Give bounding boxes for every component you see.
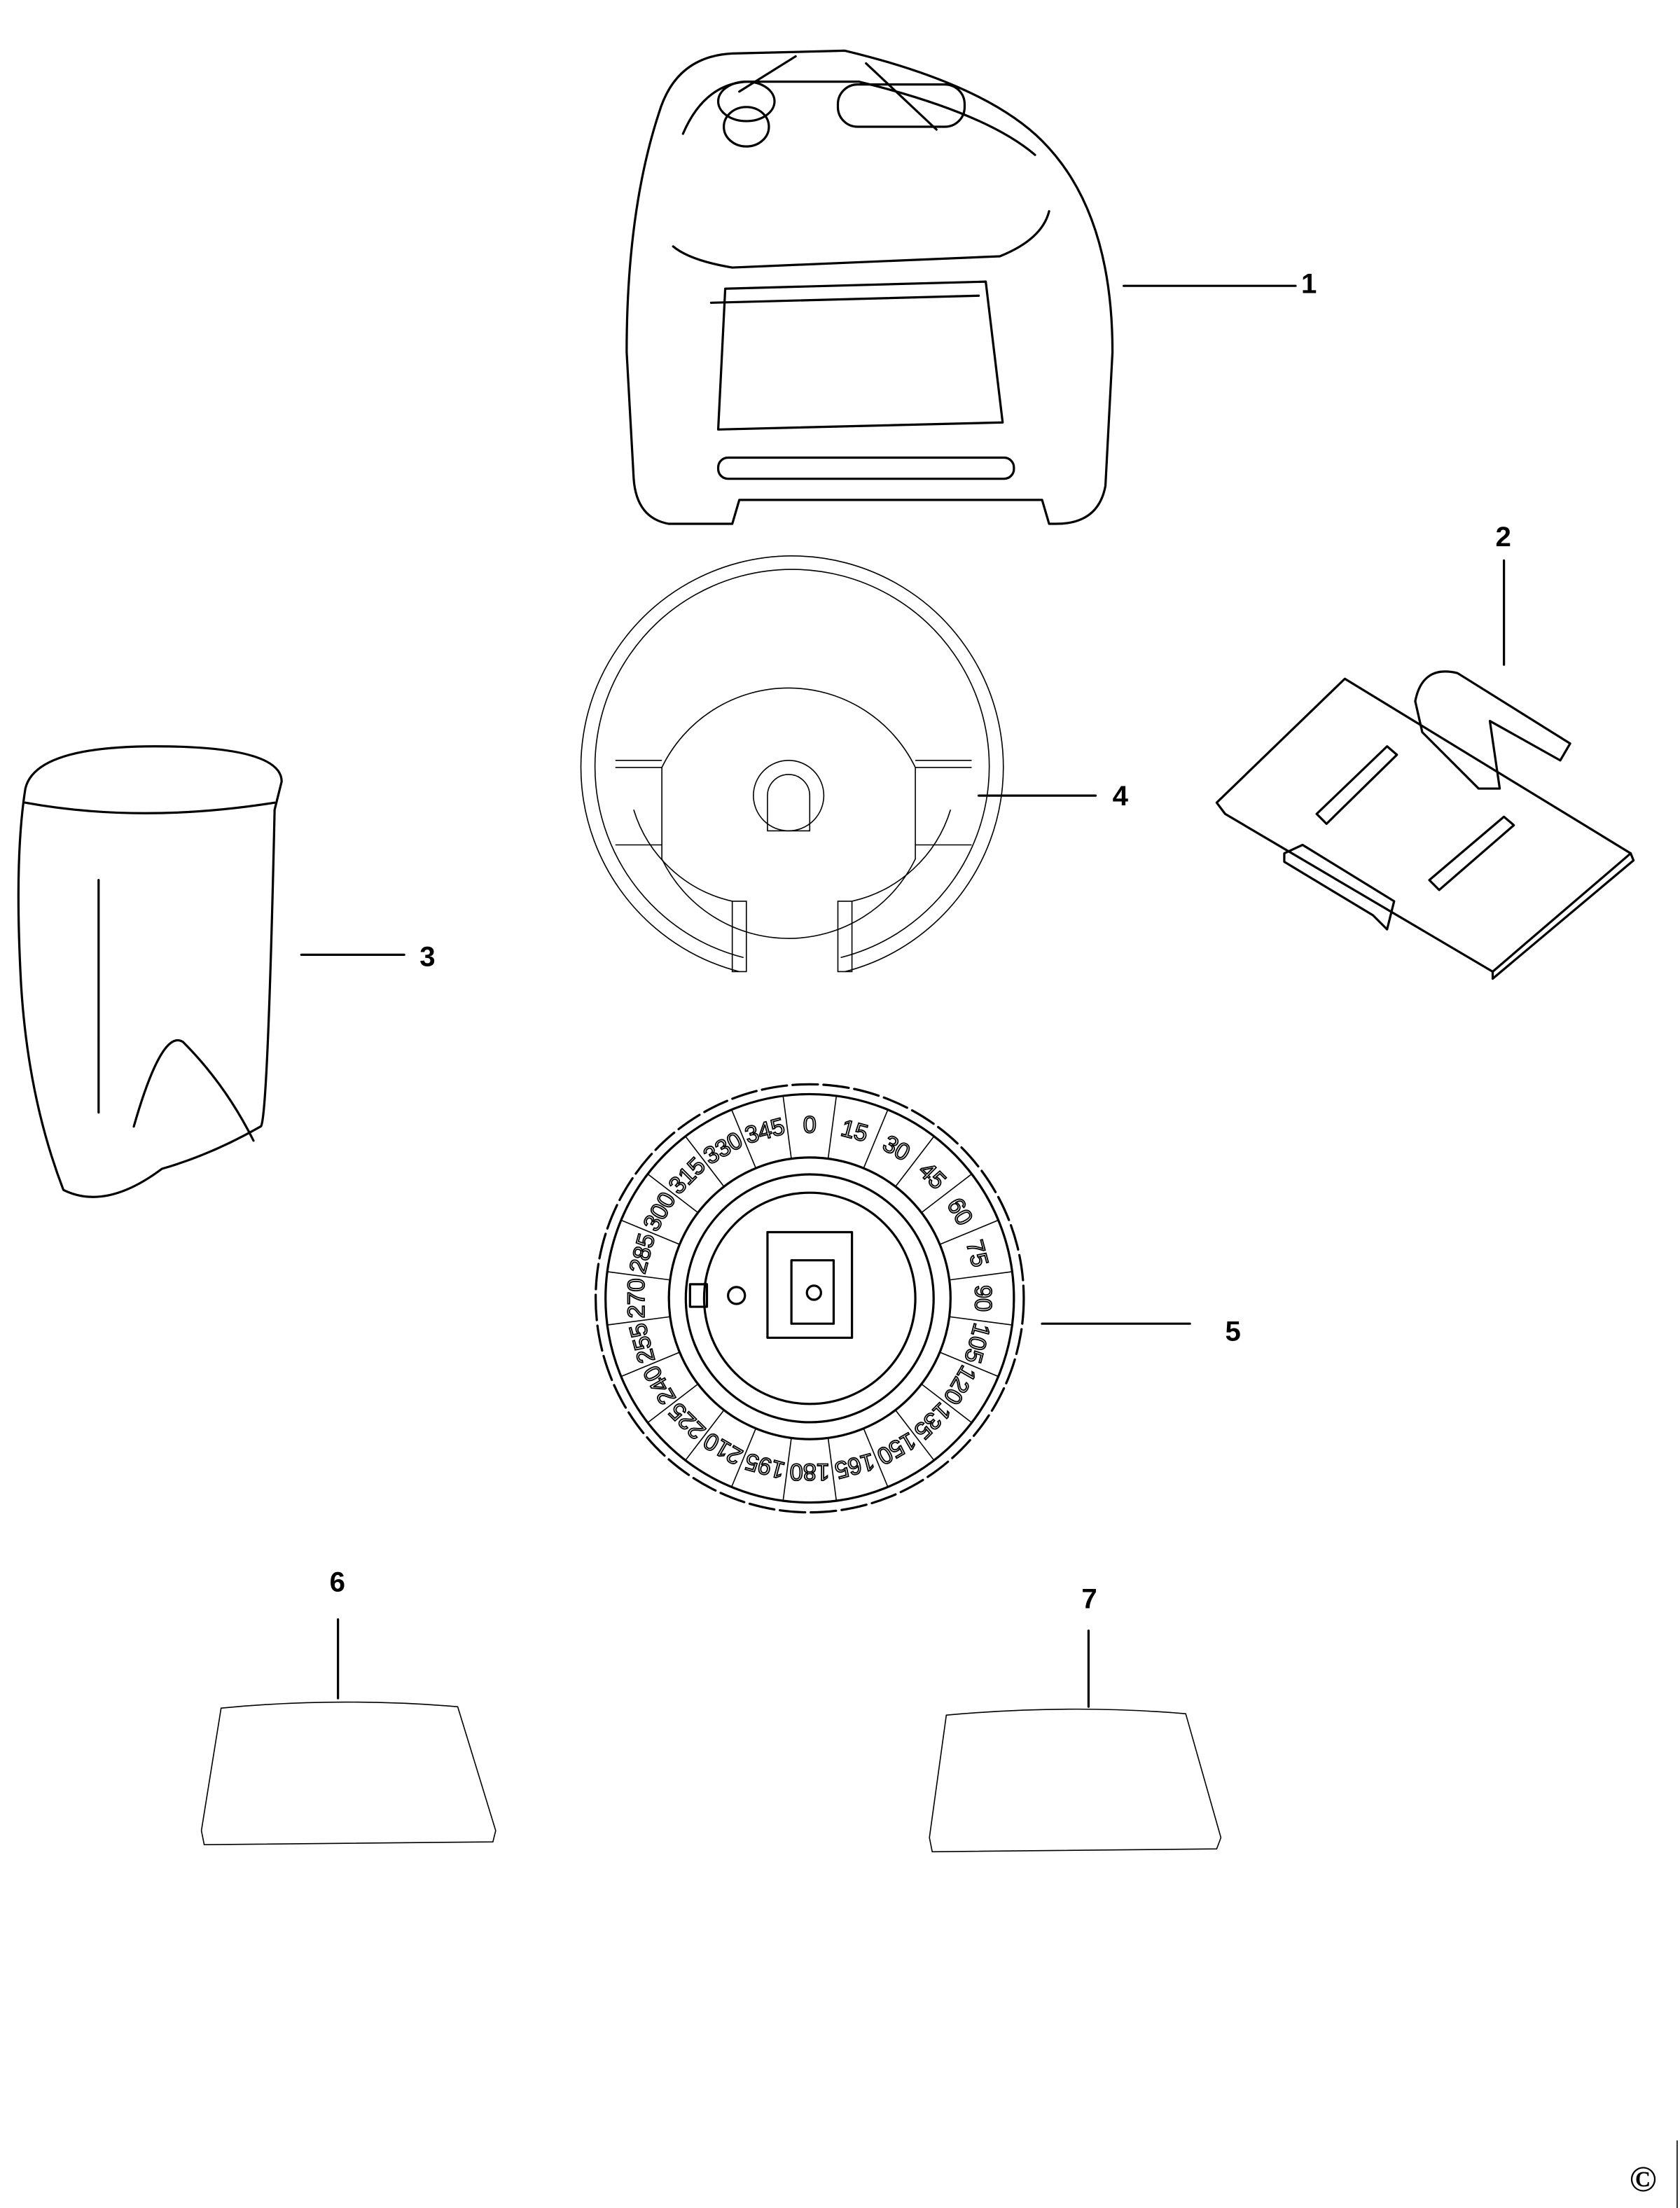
- part-7-window-lens: [929, 1708, 1222, 1853]
- part-3-pouch: [17, 745, 283, 1198]
- part-4-base-ring: [580, 555, 1004, 973]
- dial-divider: [827, 1438, 838, 1501]
- dial-label: 285: [625, 1231, 660, 1277]
- dial-divider: [949, 1316, 1013, 1326]
- part-label-4: 4: [1113, 780, 1129, 812]
- dial-divider: [921, 1173, 973, 1214]
- dial-label: 105: [959, 1321, 994, 1366]
- dial-divider: [620, 1352, 680, 1377]
- dial-divider: [782, 1095, 792, 1159]
- dial-divider: [685, 1136, 725, 1187]
- dial-divider: [685, 1410, 725, 1461]
- dial-label: 60: [941, 1193, 978, 1230]
- dial-divider: [863, 1428, 889, 1487]
- part-1-housing: [625, 49, 1114, 525]
- dial-label: 90: [970, 1285, 997, 1312]
- part-2-clip: [1215, 670, 1635, 980]
- dial-label: 345: [742, 1113, 788, 1148]
- dial-divider: [607, 1271, 671, 1281]
- part-label-7: 7: [1081, 1583, 1097, 1614]
- dial-label: 195: [742, 1447, 788, 1483]
- dial-divider: [620, 1219, 680, 1245]
- part-label-2: 2: [1496, 521, 1511, 553]
- dial-label: 0: [803, 1112, 817, 1139]
- part-label-3: 3: [419, 940, 435, 972]
- part-label-5: 5: [1225, 1315, 1240, 1347]
- dial-divider: [730, 1428, 757, 1487]
- dial-divider: [647, 1173, 699, 1214]
- dial-divider: [895, 1136, 935, 1187]
- dial-divider: [949, 1271, 1013, 1281]
- dial-divider: [730, 1109, 757, 1169]
- dial-label: 255: [625, 1321, 660, 1366]
- dial-label: 75: [961, 1237, 994, 1270]
- dial-label: 30: [878, 1130, 915, 1167]
- dial-label: 45: [913, 1157, 951, 1195]
- part-6-window-lens: [200, 1701, 497, 1846]
- part-label-1: 1: [1301, 268, 1317, 299]
- dial-divider: [827, 1095, 838, 1159]
- dial-divider: [647, 1383, 699, 1424]
- dial-divider: [782, 1438, 792, 1501]
- dial-divider: [895, 1410, 935, 1461]
- dial-label: 180: [790, 1458, 830, 1485]
- dial-divider: [921, 1383, 973, 1424]
- dial-label: 270: [623, 1278, 650, 1318]
- dial-divider: [939, 1352, 999, 1377]
- dial-divider: [863, 1109, 889, 1169]
- part-label-6: 6: [330, 1566, 345, 1597]
- dial-divider: [607, 1316, 671, 1326]
- copyright-symbol: ©: [1630, 2159, 1657, 2200]
- dial-label: 165: [832, 1447, 877, 1483]
- dial-label: 15: [838, 1115, 871, 1148]
- dial-divider: [939, 1219, 999, 1245]
